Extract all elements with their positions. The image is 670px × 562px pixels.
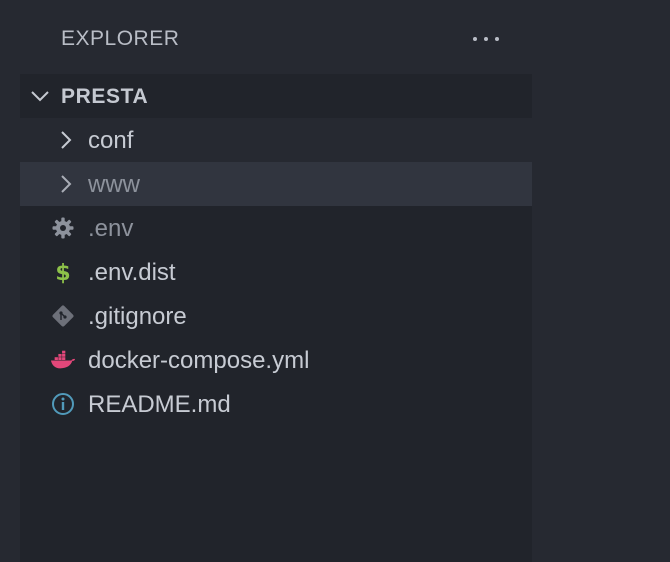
chevron-right-icon [61, 175, 72, 193]
ellipsis-icon[interactable] [473, 26, 499, 52]
tree-item-label: www [88, 171, 140, 198]
chevron-right-icon [61, 131, 72, 149]
tree-item-label: conf [88, 127, 134, 154]
info-icon [52, 393, 74, 415]
tree-item-gitignore[interactable]: .gitignore [20, 294, 532, 338]
tree-item-label: README.md [88, 391, 231, 418]
project-name: PRESTA [61, 85, 149, 108]
tree-item-docker-compose[interactable]: docker-compose.yml [20, 338, 532, 382]
docker-icon [50, 350, 76, 369]
tree-item-readme[interactable]: README.md [20, 382, 532, 426]
gear-icon [52, 217, 74, 239]
editor-area [532, 0, 670, 562]
tree-item-env[interactable]: .env [20, 206, 532, 250]
project-section-header[interactable]: PRESTA [20, 74, 532, 118]
tree-item-label: docker-compose.yml [88, 347, 310, 374]
tree-item-conf[interactable]: conf [20, 118, 532, 162]
explorer-header: EXPLORER [20, 4, 532, 74]
tree-item-label: .env.dist [88, 259, 176, 286]
tree-item-env-dist[interactable]: $ .env.dist [20, 250, 532, 294]
git-icon [52, 305, 74, 327]
dollar-icon: $ [55, 261, 70, 284]
chevron-down-icon [31, 91, 49, 102]
svg-text:$: $ [55, 261, 70, 284]
tree-item-label: .gitignore [88, 303, 187, 330]
explorer-title: EXPLORER [61, 27, 180, 50]
sidebar-top-strip [20, 0, 532, 4]
explorer-sidebar: EXPLORER PRESTA conf www [20, 0, 532, 562]
activity-bar-edge [0, 0, 20, 562]
tree-item-label: .env [88, 215, 134, 242]
tree-item-www[interactable]: www [20, 162, 532, 206]
